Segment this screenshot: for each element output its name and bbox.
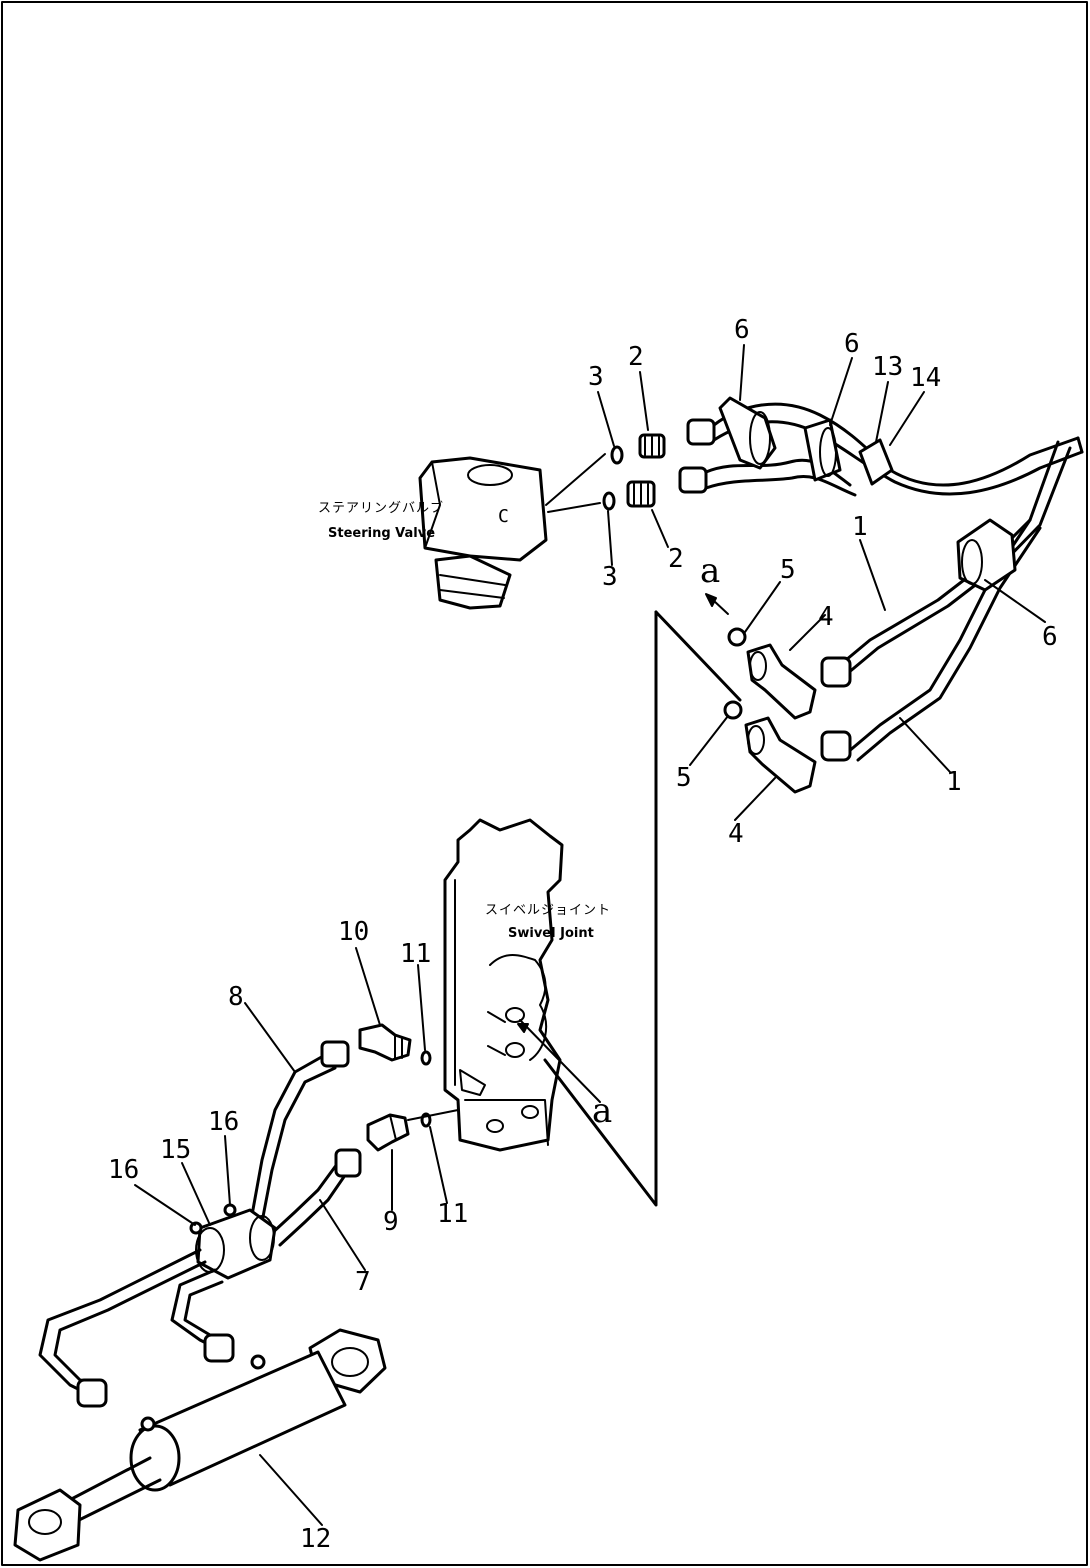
leader-line (547, 502, 601, 513)
callout-16: 16 (108, 1155, 139, 1185)
elbow-10 (358, 1023, 412, 1062)
swivel-joint (443, 818, 564, 1152)
elbow-4a (746, 643, 817, 720)
callout-11: 11 (400, 939, 431, 969)
callout-a: a (700, 551, 720, 591)
callout-a: a (592, 1091, 612, 1131)
svg-text:C: C (498, 506, 509, 527)
leader-line (545, 453, 606, 506)
callout-8: 8 (228, 982, 244, 1012)
o-ring-5a (727, 627, 747, 647)
indicator-line-a-top (654, 610, 742, 702)
callout-5: 5 (780, 555, 796, 585)
callout-15: 15 (160, 1135, 191, 1165)
o-ring-5b (723, 700, 743, 720)
leader-line (519, 1019, 601, 1103)
callout-9: 9 (383, 1207, 399, 1237)
callout-3: 3 (602, 562, 618, 592)
callout-4: 4 (728, 819, 744, 849)
callout-3: 3 (588, 362, 604, 392)
o-ring-3a (610, 445, 624, 465)
swivel-joint-label-jp: スイベルジョイント (485, 903, 611, 918)
callout-2: 2 (628, 342, 644, 372)
callout-5: 5 (676, 763, 692, 793)
arrow-a-upper (712, 599, 729, 615)
upper-hose-assembly (678, 396, 1084, 497)
steering-valve-label-en: Steering Valve (328, 526, 435, 541)
hose-1-pair (820, 440, 1072, 762)
steering-valve: C (418, 456, 548, 610)
callout-6: 6 (734, 315, 750, 345)
callout-1: 1 (852, 512, 868, 542)
callout-14: 14 (910, 363, 941, 393)
hydraulic-cylinder-12 (13, 1328, 387, 1562)
hose-8 (250, 1040, 350, 1224)
elbow-9 (366, 1113, 410, 1152)
indicator-line-a (543, 610, 658, 1207)
callout-11: 11 (437, 1199, 468, 1229)
adapter-2b (626, 480, 656, 508)
callout-1: 1 (946, 767, 962, 797)
callout-16: 16 (208, 1107, 239, 1137)
callout-13: 13 (872, 352, 903, 382)
callout-6: 6 (1042, 622, 1058, 652)
leader-line (407, 1109, 459, 1121)
callout-6: 6 (844, 329, 860, 359)
adapter-2a (638, 433, 666, 459)
swivel-joint-label-en: Swivel Joint (508, 926, 594, 941)
o-ring-3b (602, 491, 616, 511)
callout-10: 10 (338, 917, 369, 947)
callout-12: 12 (300, 1524, 331, 1554)
callout-2: 2 (668, 544, 684, 574)
callout-leaders (134, 344, 1046, 1526)
callout-4: 4 (818, 602, 834, 632)
hose-7 (268, 1148, 362, 1247)
cylinder-tubes (38, 1248, 235, 1408)
o-ring-11a (420, 1050, 432, 1066)
callout-7: 7 (355, 1267, 371, 1297)
clamp-assembly (189, 1203, 277, 1280)
elbow-4b (744, 716, 817, 794)
steering-valve-label-jp: ステアリングバルブ (318, 500, 444, 516)
